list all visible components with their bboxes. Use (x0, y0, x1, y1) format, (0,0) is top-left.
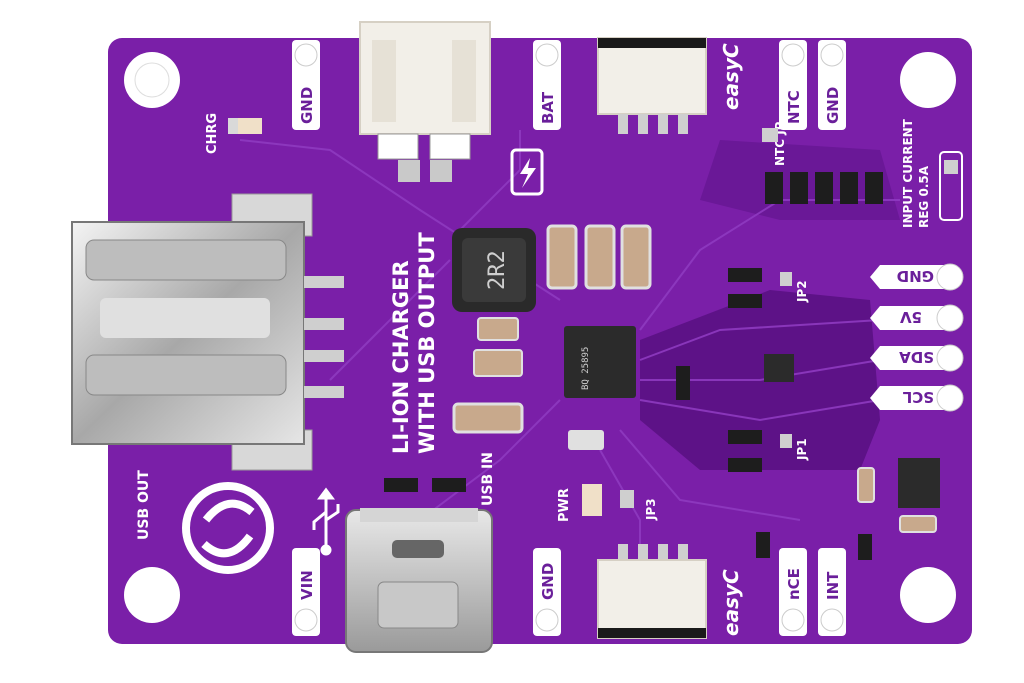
transistor-small (764, 354, 794, 382)
capacitors (452, 224, 652, 450)
pin-label-bat: BAT (539, 91, 557, 124)
pin-label-gnd-bottom: GND (539, 563, 557, 600)
battery-connector (359, 21, 491, 182)
usb-in-label: USB IN (480, 452, 496, 506)
pin-label-scl: SCL (902, 388, 934, 406)
pin-label-nce: nCE (785, 568, 803, 600)
bottom-pin-pads (292, 548, 846, 636)
jp3-label: JP3 (644, 498, 658, 521)
small-resistors (676, 268, 872, 560)
pin-label-gnd-top-right: GND (824, 87, 842, 124)
pin-label-5v: 5V (900, 308, 922, 326)
pin-label-sda: SDA (899, 348, 934, 366)
input-current-reg-label: REG 0.5A (917, 165, 931, 228)
easyc-label-bottom: easyC (719, 569, 743, 636)
resistor-array-top (765, 172, 883, 204)
usb-out-label: USB OUT (136, 470, 152, 540)
battery-charge-icon (510, 148, 544, 196)
usb-a-receptacle (71, 193, 344, 471)
top-pin-pads (292, 40, 846, 130)
pin-label-vin: VIN (298, 570, 316, 600)
easyc-connector-bottom (597, 544, 707, 639)
usb-symbol-icon (312, 487, 340, 556)
input-current-label: INPUT CURRENT (901, 118, 915, 228)
ntc-jumper (762, 128, 778, 142)
chrg-label: CHRG (205, 113, 220, 154)
usb-c-receptacle (345, 508, 493, 653)
easyc-connector-top (597, 37, 707, 134)
charger-ic: BQ 25895 (564, 326, 636, 398)
board-title-line2: WITH USB OUTPUT (415, 232, 439, 454)
pcb-traces (239, 130, 900, 560)
right-pin-pads (870, 263, 964, 412)
jp1-label: JP1 (795, 438, 809, 461)
pin-label-gnd-top-left: GND (298, 87, 316, 124)
regulator-ic (898, 458, 940, 508)
input-current-jumper (939, 151, 963, 221)
pin-label-int: INT (824, 571, 842, 600)
easyc-label-top: easyC (719, 43, 743, 110)
pin-label-ntc: NTC (785, 90, 803, 124)
board-title-line1: LI-ION CHARGER (389, 260, 413, 454)
usb-c-resistors (384, 478, 466, 492)
inductor-marking: 2R2 (485, 250, 510, 290)
ic-marking: BQ 25895 (581, 347, 591, 390)
pin-label-gnd-right: GND (897, 267, 934, 285)
pwr-label: PWR (557, 488, 572, 522)
mounting-holes (124, 52, 956, 623)
pwr-led (582, 484, 602, 516)
jp2-label: JP2 (795, 280, 809, 303)
inductor: 2R2 (452, 228, 536, 312)
brand-logo (182, 482, 274, 574)
